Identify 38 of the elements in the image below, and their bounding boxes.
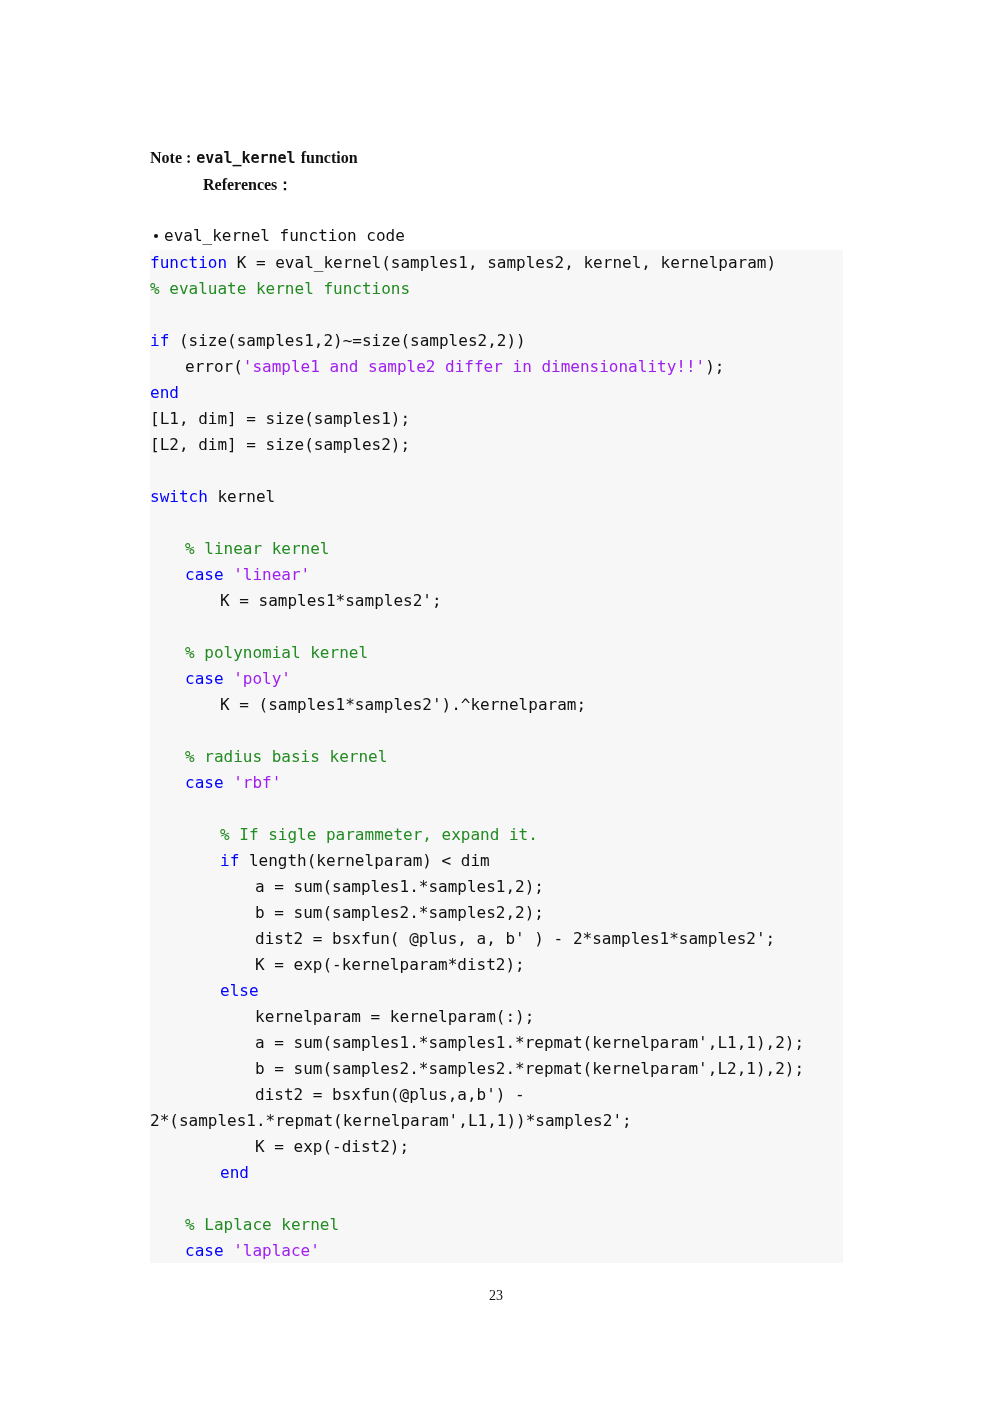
code-line: b = sum(samples2.*samples2.*repmat(kernelparam',L2,1),2);: [254, 1058, 805, 1080]
code-line: K = exp(-dist2);: [254, 1136, 410, 1158]
code-line: K = exp(-kernelparam*dist2);: [254, 954, 525, 976]
code-line: a = sum(samples1.*samples1.*repmat(kernelparam',L1,1),2);: [254, 1032, 805, 1054]
section-heading: eval_kernel function code: [164, 226, 405, 245]
code-line: end: [219, 1162, 249, 1184]
code-line: % polynomial kernel: [184, 642, 369, 664]
code-line: 2*(samples1.*repmat(kernelparam',L1,1))*samples2';: [150, 1110, 632, 1132]
page-number: 23: [489, 1288, 503, 1303]
code-line: switch kernel: [150, 486, 276, 508]
code-line: b = sum(samples2.*samples2,2);: [254, 902, 544, 924]
code-line: error('sample1 and sample2 differ in dimensionality!!');: [184, 356, 725, 378]
code-line: if (size(samples1,2)~=size(samples2,2)): [150, 330, 526, 352]
note-text: function: [300, 149, 358, 167]
code-line: case 'rbf': [184, 772, 282, 794]
code-line: % linear kernel: [184, 538, 330, 560]
code-line: case 'poly': [184, 668, 291, 690]
code-line: dist2 = bsxfun( @plus, a, b' ) - 2*samples1*samples2';: [254, 928, 776, 950]
references-label: References：: [203, 176, 294, 193]
code-line: a = sum(samples1.*samples1,2);: [254, 876, 544, 898]
code-line: K = (samples1*samples2').^kernelparam;: [219, 694, 587, 716]
code-line: % If sigle parammeter, expand it.: [219, 824, 538, 846]
code-line: K = samples1*samples2';: [219, 590, 442, 612]
code-line: end: [150, 382, 179, 404]
code-line: kernelparam = kernelparam(:);: [254, 1006, 535, 1028]
code-line: [L1, dim] = size(samples1);: [150, 408, 411, 430]
function-name: eval_kernel: [196, 149, 296, 167]
note-label: Note :: [150, 149, 192, 167]
code-line: else: [219, 980, 259, 1002]
code-line: case 'laplace': [184, 1240, 320, 1262]
code-line: dist2 = bsxfun(@plus,a,b') -: [254, 1084, 525, 1106]
code-line: % evaluate kernel functions: [150, 278, 411, 300]
code-line: if length(kernelparam) < dim: [219, 850, 490, 872]
code-line: [L2, dim] = size(samples2);: [150, 434, 411, 456]
code-line: case 'linear': [184, 564, 311, 586]
code-line: % radius basis kernel: [184, 746, 388, 768]
code-line: % Laplace kernel: [184, 1214, 340, 1236]
code-line: function K = eval_kernel(samples1, samples2, kernel, kernelparam): [150, 252, 777, 274]
